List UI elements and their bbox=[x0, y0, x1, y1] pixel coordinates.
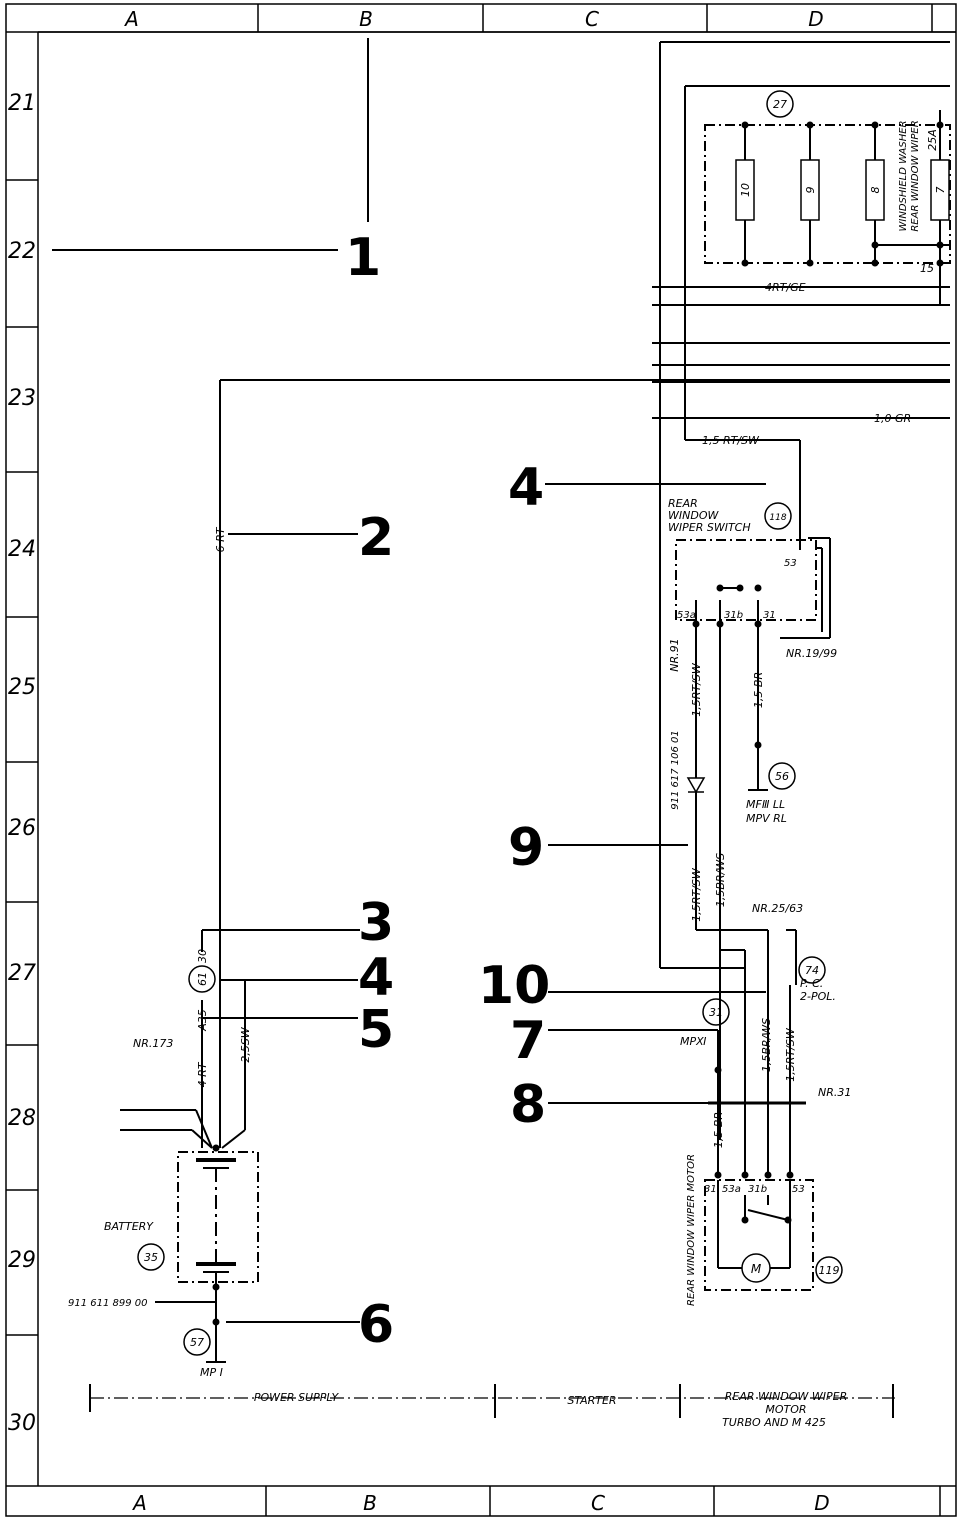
callout-8: 8 bbox=[510, 1075, 546, 1135]
terminal-a35: A35 bbox=[196, 1009, 209, 1032]
section-rear-wiper-line1: REAR WINDOW WIPER bbox=[725, 1390, 847, 1403]
switch-terminal-31b: 31b bbox=[724, 610, 743, 621]
row-label-22: 22 bbox=[8, 239, 36, 264]
wire-4rt: 4 RT bbox=[196, 1061, 209, 1087]
diode-part-number: 911 617 106 01 bbox=[670, 730, 681, 810]
terminal-30: 30 bbox=[196, 949, 209, 963]
connector-nr91: NR.91 bbox=[668, 638, 681, 671]
callout-4-top: 4 bbox=[508, 458, 544, 518]
connector-nr31: NR.31 bbox=[818, 1086, 851, 1099]
wire-6rt: 6 RT bbox=[214, 526, 227, 552]
fuse-label-line2: REAR WINDOW WIPER bbox=[910, 120, 921, 231]
col-label-a-bottom: A bbox=[131, 1491, 147, 1515]
callout-5: 5 bbox=[358, 1000, 394, 1060]
switch-label-line1: REAR bbox=[668, 497, 698, 510]
switch-label-line3: WIPER SWITCH bbox=[668, 521, 751, 534]
ground-57-label: MP I bbox=[200, 1366, 223, 1379]
row-label-26: 26 bbox=[8, 816, 36, 841]
row-label-29: 29 bbox=[8, 1248, 36, 1273]
ref-57: 57 bbox=[190, 1336, 204, 1349]
motor-terminal-31: 31 bbox=[704, 1184, 717, 1195]
row-label-27: 27 bbox=[8, 961, 36, 986]
ref-61: 61 bbox=[196, 972, 209, 986]
wire-15rtsw-top: 1,5 RT/SW bbox=[702, 434, 760, 447]
fuse-label-line1: WINDSHIELD WASHER bbox=[898, 121, 909, 232]
ground-31-label: MPⅪ bbox=[680, 1035, 706, 1048]
ground-56-line2: MPⅤ RL bbox=[746, 812, 787, 825]
connector-nr173: NR.173 bbox=[133, 1037, 173, 1050]
switch-terminal-53a: 53a bbox=[677, 610, 696, 621]
section-power-supply: POWER SUPPLY bbox=[254, 1391, 340, 1404]
wire-15brws-b: 1,5BR/WS bbox=[760, 1018, 773, 1072]
connector-nr1999: NR.19/99 bbox=[786, 647, 837, 660]
callout-10: 10 bbox=[478, 956, 550, 1016]
fuse-terminal-15: 15 bbox=[920, 262, 934, 275]
connector-74-line1: P. C. bbox=[800, 977, 823, 990]
callout-7: 7 bbox=[510, 1011, 546, 1071]
callout-4-bottom: 4 bbox=[358, 948, 394, 1008]
section-starter: STARTER bbox=[567, 1394, 616, 1407]
battery-label: BATTERY bbox=[104, 1220, 154, 1233]
outer-frame bbox=[5, 3, 957, 1517]
callout-3: 3 bbox=[358, 893, 394, 953]
callout-1: 1 bbox=[345, 228, 381, 288]
switch-terminal-53: 53 bbox=[784, 558, 797, 569]
wire-15rtsw-a: 1,5RT/SW bbox=[690, 662, 703, 717]
row-label-28: 28 bbox=[8, 1106, 36, 1131]
wire-15brws-a: 1,5BR/WS bbox=[714, 853, 727, 907]
fuse-9: 9 bbox=[804, 187, 817, 194]
callout-9: 9 bbox=[508, 818, 544, 878]
wire-15rtsw-c: 1,5RT/SW bbox=[784, 1027, 797, 1082]
section-rear-wiper-line2: MOTOR bbox=[765, 1403, 806, 1416]
ref-27: 27 bbox=[773, 98, 787, 111]
ref-31: 31 bbox=[709, 1006, 723, 1019]
connector-nr2563: NR.25/63 bbox=[752, 902, 803, 915]
connector-74-line2: 2-POL. bbox=[800, 990, 836, 1003]
col-label-c-bottom: C bbox=[591, 1491, 605, 1515]
ref-56: 56 bbox=[775, 770, 789, 783]
switch-terminal-31: 31 bbox=[763, 610, 776, 621]
callout-6: 6 bbox=[358, 1295, 394, 1355]
col-label-b-top: B bbox=[359, 7, 373, 31]
section-rear-wiper-line3: TURBO AND M 425 bbox=[722, 1416, 826, 1429]
ref-74: 74 bbox=[805, 964, 819, 977]
row-label-25: 25 bbox=[8, 675, 36, 700]
wire-10gr: 1,0 GR bbox=[874, 412, 911, 425]
col-label-b-bottom: B bbox=[363, 1491, 377, 1515]
battery-part-number: 911 611 899 00 bbox=[68, 1298, 148, 1309]
motor-terminal-53: 53 bbox=[792, 1184, 805, 1195]
fuse-rating: 25A bbox=[926, 129, 939, 151]
col-label-c-top: C bbox=[585, 7, 599, 31]
row-label-24: 24 bbox=[8, 537, 36, 562]
switch-label-line2: WINDOW bbox=[668, 509, 719, 522]
motor-terminal-53a: 53a bbox=[722, 1184, 741, 1195]
fuse-10: 10 bbox=[739, 183, 752, 197]
motor-symbol: M bbox=[751, 1262, 762, 1276]
ref-119: 119 bbox=[819, 1264, 840, 1277]
fuse-7: 7 bbox=[934, 187, 947, 194]
motor-label: REAR WINDOW WIPER MOTOR bbox=[686, 1154, 697, 1306]
ref-118: 118 bbox=[769, 513, 786, 523]
wire-4rtge: 4RT/GE bbox=[765, 281, 806, 294]
wire-25sw: 2,5SW bbox=[239, 1026, 252, 1062]
wire-15br-a: 1,5 BR bbox=[752, 672, 765, 708]
row-label-30: 30 bbox=[8, 1411, 36, 1436]
wire-15br-b: 1,5 BR bbox=[712, 1112, 725, 1148]
wire-15rtsw-b: 1,5RT/SW bbox=[690, 867, 703, 922]
col-label-a-top: A bbox=[123, 7, 139, 31]
ref-35: 35 bbox=[144, 1251, 158, 1264]
fuse-8: 8 bbox=[869, 187, 882, 194]
col-label-d-bottom: D bbox=[814, 1491, 829, 1515]
col-label-d-top: D bbox=[808, 7, 823, 31]
callout-2: 2 bbox=[358, 508, 394, 568]
ground-56-line1: MFⅢ LL bbox=[746, 798, 785, 811]
motor-terminal-31b: 31b bbox=[748, 1184, 767, 1195]
row-label-23: 23 bbox=[8, 386, 36, 411]
row-label-21: 21 bbox=[8, 91, 36, 116]
